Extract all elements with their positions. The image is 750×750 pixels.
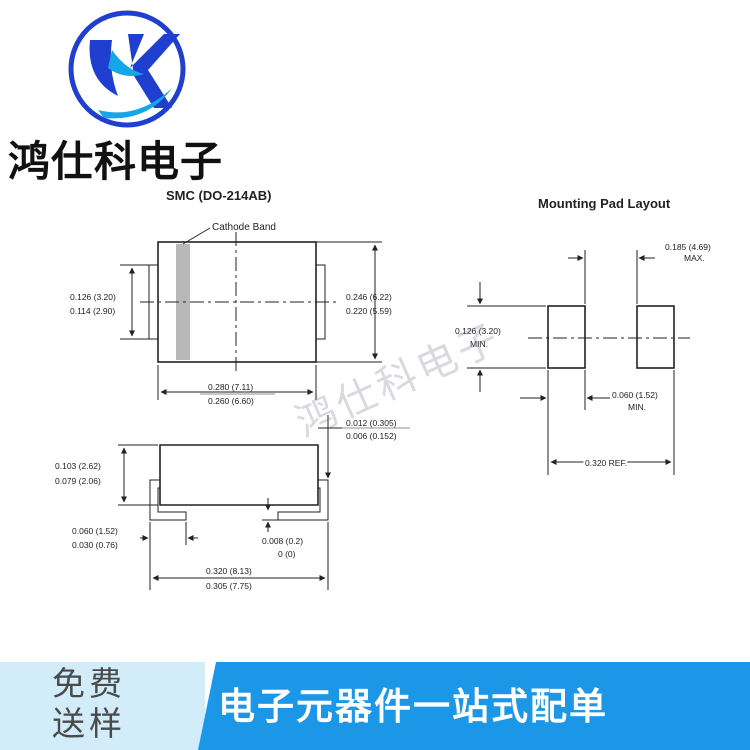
banner-left-line2: 送样	[52, 704, 126, 743]
pad-left	[547, 305, 586, 369]
dim-overall-max: 0.320 (8.13)	[206, 566, 252, 576]
pad-gap-note: MIN.	[628, 402, 646, 412]
dim-length-min: 0.260 (6.60)	[208, 396, 254, 406]
pad-width-dim: 0.185 (4.69)	[665, 242, 711, 252]
banner-left-text[interactable]: 免费 送样	[52, 664, 126, 744]
right-lead-side	[277, 479, 329, 521]
pad-gap-dim: 0.060 (1.52)	[612, 390, 658, 400]
dim-height-min: 0.114 (2.90)	[70, 306, 115, 316]
dim-overall-min: 0.305 (7.75)	[206, 581, 252, 591]
brand-logo-icon	[68, 10, 186, 128]
brand-name: 鸿仕科电子	[8, 137, 224, 186]
dim-standoff-max: 0.008 (0.2)	[262, 536, 303, 546]
dim-length-max: 0.280 (7.11)	[208, 382, 253, 392]
pad-height-dim: 0.126 (3.20)	[455, 326, 501, 336]
pad-right	[636, 305, 675, 369]
dim-foot-max: 0.060 (1.52)	[72, 526, 118, 536]
package-title: SMC (DO-214AB)	[166, 188, 271, 203]
banner-left-panel	[0, 662, 205, 750]
dim-foot-min: 0.030 (0.76)	[72, 540, 118, 550]
left-lead-side	[149, 479, 187, 521]
package-side-view	[159, 444, 319, 506]
dim-lead-thk-min: 0.006 (0.152)	[346, 431, 397, 441]
dim-standoff-min: 0 (0)	[278, 549, 296, 559]
dim-height-max: 0.126 (3.20)	[70, 292, 116, 302]
pad-height-note: MIN.	[470, 339, 488, 349]
dim-width-min: 0.220 (5.59)	[346, 306, 392, 316]
banner-right-panel	[198, 662, 750, 750]
dim-lead-thk-max: 0.012 (0.305)	[346, 418, 397, 428]
banner-left-line1: 免费	[52, 664, 126, 703]
dim-width-max: 0.246 (6.22)	[346, 292, 392, 302]
pad-width-note: MAX.	[684, 253, 705, 263]
banner-right-text[interactable]: 电子元器件一站式配单	[218, 685, 608, 728]
dim-body-h-max: 0.103 (2.62)	[55, 461, 101, 471]
pad-layout-title: Mounting Pad Layout	[538, 196, 671, 211]
pad-pitch-dim: 0.320 REF.	[585, 458, 627, 468]
cathode-band-label: Cathode Band	[212, 222, 276, 233]
dim-body-h-min: 0.079 (2.06)	[55, 476, 101, 486]
